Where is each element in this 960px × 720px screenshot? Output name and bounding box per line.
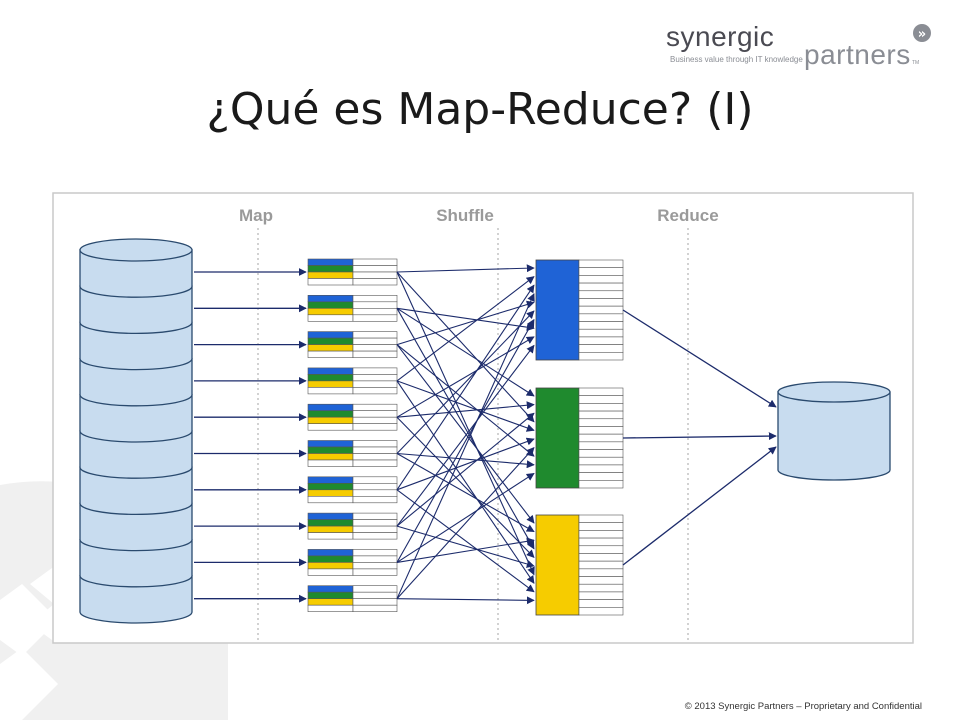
shuffle-arrow bbox=[396, 416, 535, 558]
shuffle-arrow bbox=[396, 336, 535, 418]
input-database-cylinder bbox=[79, 238, 193, 624]
reducer-1 bbox=[535, 259, 624, 361]
phase-label-reduce: Reduce bbox=[657, 206, 718, 225]
map-task bbox=[307, 585, 398, 613]
input-partition bbox=[79, 357, 193, 407]
shuffle-arrow bbox=[396, 307, 535, 397]
shuffle-arrow bbox=[396, 276, 535, 382]
input-database-top bbox=[79, 238, 193, 262]
shuffle-arrow bbox=[396, 318, 535, 563]
logo-trademark: TM bbox=[912, 60, 919, 66]
shuffle-arrow bbox=[396, 401, 535, 418]
copyright-footer: © 2013 Synergic Partners – Proprietary a… bbox=[684, 701, 922, 712]
reducer-2 bbox=[535, 387, 624, 489]
shuffle-arrow bbox=[396, 525, 535, 568]
shuffle-arrow bbox=[396, 453, 535, 533]
reducer-key-block bbox=[535, 259, 580, 361]
shuffle-arrows bbox=[396, 264, 535, 605]
input-partition bbox=[79, 538, 193, 588]
map-task bbox=[307, 512, 398, 540]
input-partition bbox=[79, 394, 193, 443]
map-task bbox=[307, 258, 398, 286]
reduce-output-arrow bbox=[622, 309, 777, 408]
input-partition bbox=[79, 466, 193, 516]
map-task bbox=[307, 476, 398, 504]
shuffle-arrow bbox=[396, 293, 535, 599]
shuffle-arrow bbox=[396, 308, 535, 550]
shuffle-arrow bbox=[396, 344, 535, 527]
shuffle-arrow bbox=[396, 271, 535, 423]
reduce-output-arrow bbox=[622, 432, 777, 441]
shuffle-arrow bbox=[396, 437, 535, 491]
diagram-frame bbox=[52, 192, 914, 644]
map-task bbox=[307, 367, 398, 395]
phase-label-shuffle: Shuffle bbox=[436, 206, 494, 225]
reducer-3 bbox=[535, 514, 624, 616]
input-partition bbox=[79, 321, 193, 371]
shuffle-arrow bbox=[396, 310, 535, 454]
reduce-output-arrow bbox=[622, 446, 777, 566]
mapreduce-diagram: Map Shuffle Reduce bbox=[52, 192, 914, 644]
output-database-cylinder bbox=[777, 381, 891, 481]
reducer-key-block bbox=[535, 387, 580, 489]
shuffle-arrow bbox=[396, 307, 535, 332]
shuffle-arrow bbox=[396, 412, 535, 527]
shuffle-arrow bbox=[396, 300, 535, 346]
company-logo: synergic Business value through IT knowl… bbox=[664, 20, 940, 74]
input-partition bbox=[79, 502, 193, 552]
shuffle-arrow bbox=[396, 264, 535, 273]
map-task bbox=[307, 440, 398, 467]
shuffle-arrow bbox=[396, 447, 535, 600]
shuffle-arrow bbox=[396, 380, 535, 432]
map-task bbox=[307, 549, 398, 576]
shuffle-arrow bbox=[396, 344, 535, 524]
reducer-key-block bbox=[535, 514, 580, 616]
input-partition bbox=[79, 575, 193, 624]
logo-badge-glyph: » bbox=[918, 27, 926, 42]
slide-title: ¿Qué es Map-Reduce? (I) bbox=[206, 84, 754, 135]
output-database-top bbox=[777, 381, 891, 403]
logo-word-synergic: synergic bbox=[666, 21, 774, 52]
map-task bbox=[307, 295, 398, 322]
map-task bbox=[307, 331, 398, 358]
input-partition bbox=[79, 285, 193, 335]
shuffle-arrow bbox=[396, 596, 535, 605]
shuffle-arrow bbox=[396, 537, 535, 563]
logo-badge-icon bbox=[913, 24, 931, 42]
map-task bbox=[307, 403, 398, 431]
input-partition bbox=[79, 249, 193, 298]
logo-word-partners: partners bbox=[804, 39, 911, 70]
shuffle-arrow bbox=[396, 284, 535, 491]
logo-tagline: Business value through IT knowledge bbox=[670, 55, 803, 64]
input-partition bbox=[79, 430, 193, 479]
phase-label-map: Map bbox=[239, 206, 273, 225]
